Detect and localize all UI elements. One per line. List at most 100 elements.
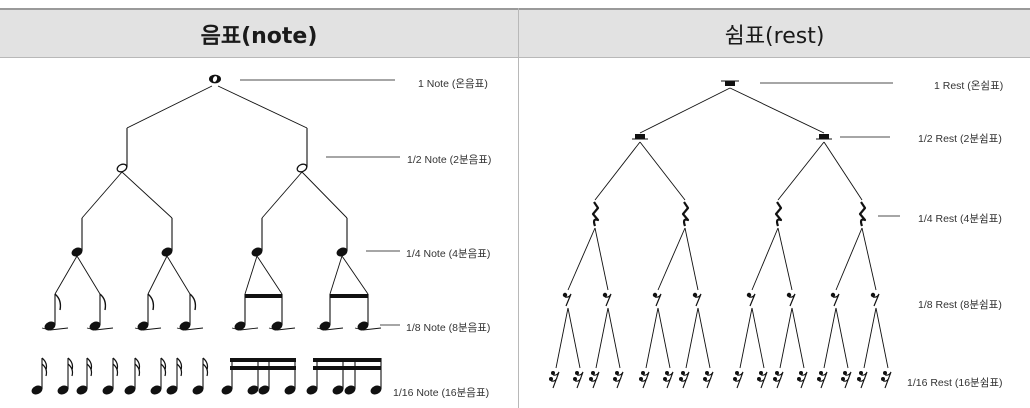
sixteenth-note-flag: [202, 357, 209, 377]
label-half-note: 1/2 Note (2분음표): [407, 154, 492, 166]
label-quarter-note: 1/4 Note (4분음표): [406, 248, 491, 260]
eighth-rest: [872, 293, 880, 307]
label-half-rest: 1/2 Rest (2분쉼표): [918, 133, 1002, 145]
sixteenth-rest-dot: [573, 377, 577, 381]
quarter-note-head: [336, 247, 348, 257]
rest-tree: [549, 80, 892, 389]
sixteenth-rest-dot: [679, 377, 683, 381]
sixteenth-note-head: [306, 385, 318, 395]
eighth-rest-dot: [786, 292, 792, 298]
half-note-head: [116, 163, 128, 173]
sixteenth-rest: [758, 371, 768, 389]
eighth-note-head: [271, 321, 283, 331]
branch-line: [341, 255, 369, 295]
branch-line: [639, 141, 686, 201]
sixteenth-rest-dot: [757, 377, 761, 381]
sixteenth-note-head: [332, 385, 344, 395]
half-note-head: [296, 163, 308, 173]
branch-line: [76, 255, 101, 295]
branch-line: [166, 255, 191, 295]
eighth-note-head: [319, 321, 331, 331]
note-column-header: 음표(note): [0, 8, 518, 58]
sixteenth-rest-dot: [681, 371, 685, 375]
sixteenth-note-head: [221, 385, 233, 395]
sixteenth-rest-dot: [797, 377, 801, 381]
branch-line: [823, 141, 863, 201]
eighth-rest-dot: [870, 292, 876, 298]
quarter-rest: [681, 201, 690, 227]
sixteenth-rest-dot: [775, 371, 779, 375]
sixteenth-rest: [704, 371, 714, 389]
eighth-note-head: [234, 321, 246, 331]
branch-line: [142, 327, 162, 331]
sixteenth-rest-dot: [615, 371, 619, 375]
sixteenth-rest-dot: [859, 371, 863, 375]
sixteenth-rest-dot: [883, 371, 887, 375]
sixteenth-note-head: [150, 385, 162, 395]
sixteenth-rest: [574, 371, 584, 389]
branch-line: [244, 255, 258, 295]
sixteenth-rest-dot: [551, 371, 555, 375]
half-rest: [819, 134, 829, 139]
sixteenth-rest-dot: [549, 377, 553, 381]
sixteenth-note-beam: [313, 358, 381, 362]
sixteenth-rest: [590, 371, 600, 389]
sixteenth-rest: [640, 371, 650, 389]
branch-line: [657, 307, 671, 369]
branch-line: [835, 227, 863, 291]
note-tree: [31, 74, 382, 395]
sixteenth-note-flag: [86, 357, 93, 377]
eighth-note-head: [137, 321, 149, 331]
label-sixteenth-note: 1/16 Note (16분음표): [393, 387, 490, 399]
sixteenth-rest-dot: [705, 371, 709, 375]
sixteenth-rest-dot: [773, 377, 777, 381]
branch-line: [657, 227, 686, 291]
sixteenth-rest: [550, 371, 560, 389]
sixteenth-rest: [798, 371, 808, 389]
eighth-rest: [654, 293, 662, 307]
branch-line: [301, 171, 348, 219]
sixteenth-note-head: [344, 385, 356, 395]
eighth-rest: [832, 293, 840, 307]
branch-line: [823, 307, 837, 369]
branch-line: [779, 307, 793, 369]
sixteenth-rest-dot: [663, 377, 667, 381]
branch-line: [256, 255, 283, 295]
label-whole-note: 1 Note (온음표): [418, 78, 488, 90]
eighth-rest: [694, 293, 702, 307]
sixteenth-rest-dot: [817, 377, 821, 381]
tree-branches: [41, 85, 889, 369]
branch-line: [777, 141, 825, 201]
sixteenth-rest-dot: [819, 371, 823, 375]
branch-line: [239, 327, 259, 331]
eighth-note-flag: [147, 293, 155, 311]
branch-line: [739, 307, 753, 369]
sixteenth-rest-dot: [857, 377, 861, 381]
sixteenth-note-head: [124, 385, 136, 395]
quarter-rest: [858, 201, 867, 227]
quarter-note-head: [251, 247, 263, 257]
label-sixteenth-rest: 1/16 Rest (16분쉼표): [907, 377, 1003, 389]
sixteenth-rest-dot: [665, 371, 669, 375]
sixteenth-note-head: [166, 385, 178, 395]
sixteenth-rest: [614, 371, 624, 389]
sixteenth-rest: [818, 371, 828, 389]
branch-line: [607, 307, 621, 369]
branch-line: [639, 87, 731, 134]
branch-line: [645, 307, 659, 369]
sixteenth-rest-dot: [641, 371, 645, 375]
sixteenth-note-head: [247, 385, 259, 395]
branch-line: [81, 171, 123, 219]
sixteenth-note-flag: [67, 357, 74, 377]
branch-line: [751, 307, 765, 369]
sixteenth-note-head: [57, 385, 69, 395]
branch-line: [595, 307, 609, 369]
branch-line: [276, 327, 296, 331]
branch-line: [184, 327, 204, 331]
sixteenth-note-head: [102, 385, 114, 395]
branch-line: [94, 327, 114, 331]
sixteenth-note-flag: [41, 357, 48, 377]
sixteenth-note-head: [284, 385, 296, 395]
eighth-note-flag: [99, 293, 107, 311]
eighth-note-head: [89, 321, 101, 331]
